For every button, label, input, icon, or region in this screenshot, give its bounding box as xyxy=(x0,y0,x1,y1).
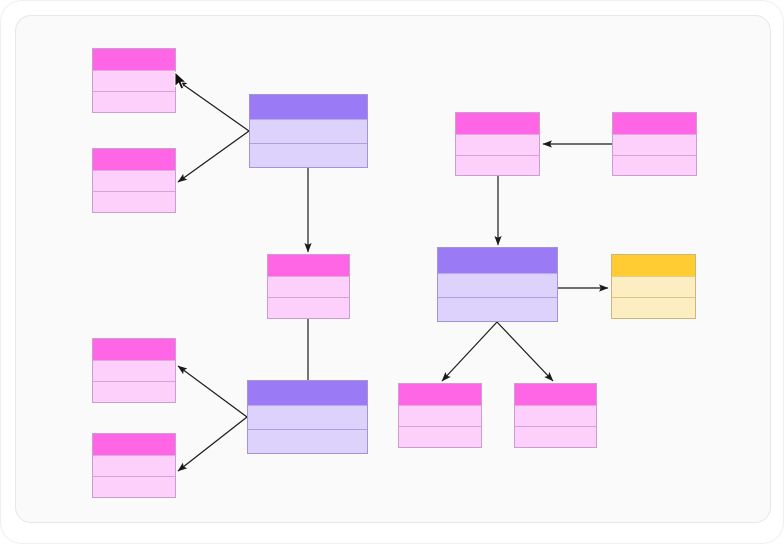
entity-top-left-upper-mid-band xyxy=(93,70,175,92)
entity-bottom-left-hub-title-band xyxy=(248,381,367,406)
edge-right-hub-to-bottom-a[interactable] xyxy=(441,321,498,382)
entity-top-center-hub-title-band xyxy=(250,95,367,120)
entity-top-left-upper-title-band xyxy=(93,49,175,71)
entity-top-left-lower-mid-band xyxy=(93,170,175,192)
entity-bottom-right-b-bottom-band xyxy=(515,426,596,447)
edge-right-hub-to-bottom-b[interactable] xyxy=(496,321,554,382)
entity-top-center-hub-mid-band xyxy=(250,119,367,144)
entity-bottom-left-lower-mid-band xyxy=(93,455,175,477)
entity-far-right-pink-bottom-band xyxy=(613,154,696,175)
entity-far-right-pink[interactable] xyxy=(612,112,697,176)
entity-top-right-pink-bottom-band xyxy=(456,154,539,175)
diagram-canvas[interactable] xyxy=(15,15,771,523)
entity-bottom-right-b-mid-band xyxy=(515,405,596,427)
entity-center-pink[interactable] xyxy=(267,254,350,319)
entity-top-left-upper[interactable] xyxy=(92,48,176,113)
entity-bottom-left-upper[interactable] xyxy=(92,338,176,403)
entity-bottom-right-b-title-band xyxy=(515,384,596,406)
entity-center-pink-title-band xyxy=(268,255,349,277)
entity-right-hub-title-band xyxy=(438,248,557,273)
entity-top-center-hub-bottom-band xyxy=(250,143,367,167)
edge-hub-to-top-left-lower[interactable] xyxy=(177,130,250,183)
entity-top-right-pink-title-band xyxy=(456,113,539,135)
entity-top-left-lower[interactable] xyxy=(92,148,176,213)
entity-bottom-right-a-bottom-band xyxy=(399,426,481,447)
entity-far-right-pink-title-band xyxy=(613,113,696,135)
entity-bottom-left-upper-mid-band xyxy=(93,360,175,382)
entity-bottom-left-lower-title-band xyxy=(93,434,175,456)
entity-center-pink-bottom-band xyxy=(268,297,349,318)
edge-left-hub-to-upper[interactable] xyxy=(177,365,248,418)
entity-far-right-pink-mid-band xyxy=(613,134,696,155)
entity-gold[interactable] xyxy=(611,254,696,319)
entity-bottom-left-upper-bottom-band xyxy=(93,381,175,402)
entity-bottom-left-lower-bottom-band xyxy=(93,476,175,497)
entity-bottom-right-a-title-band xyxy=(399,384,481,406)
entity-gold-mid-band xyxy=(612,276,695,298)
entity-bottom-left-hub[interactable] xyxy=(247,380,368,454)
entity-bottom-right-a[interactable] xyxy=(398,383,482,448)
entity-gold-title-band xyxy=(612,255,695,277)
entity-bottom-left-hub-mid-band xyxy=(248,405,367,430)
entity-top-left-lower-title-band xyxy=(93,149,175,171)
entity-top-left-lower-bottom-band xyxy=(93,191,175,212)
entity-center-pink-mid-band xyxy=(268,276,349,298)
entity-bottom-right-b[interactable] xyxy=(514,383,597,448)
entity-bottom-right-a-mid-band xyxy=(399,405,481,427)
entity-bottom-left-hub-bottom-band xyxy=(248,429,367,453)
entity-right-hub-bottom-band xyxy=(438,296,557,321)
mouse-pointer xyxy=(174,71,188,90)
entity-right-hub[interactable] xyxy=(437,247,558,322)
entity-top-right-pink-mid-band xyxy=(456,134,539,155)
edge-left-hub-to-lower[interactable] xyxy=(177,416,248,472)
entity-right-hub-mid-band xyxy=(438,272,557,297)
entity-gold-bottom-band xyxy=(612,297,695,318)
entity-top-right-pink[interactable] xyxy=(455,112,540,176)
entity-top-center-hub[interactable] xyxy=(249,94,368,168)
entity-bottom-left-lower[interactable] xyxy=(92,433,176,498)
edge-hub-to-top-left-upper[interactable] xyxy=(177,80,250,132)
entity-bottom-left-upper-title-band xyxy=(93,339,175,361)
entity-top-left-upper-bottom-band xyxy=(93,91,175,112)
